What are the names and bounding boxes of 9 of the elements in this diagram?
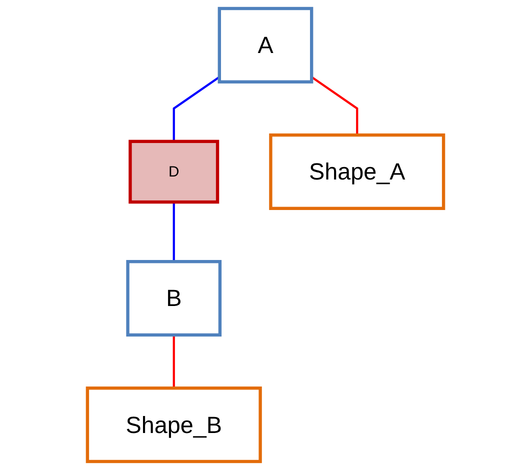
node-box: Shape_A (269, 133, 446, 210)
connector (172, 202, 175, 262)
connector (172, 334, 175, 388)
connector (172, 76, 220, 142)
connector (310, 76, 358, 136)
node-box: B (126, 260, 222, 337)
node-box: D (128, 140, 220, 204)
node-box: A (218, 6, 314, 84)
node-box: Shape_B (86, 386, 262, 464)
